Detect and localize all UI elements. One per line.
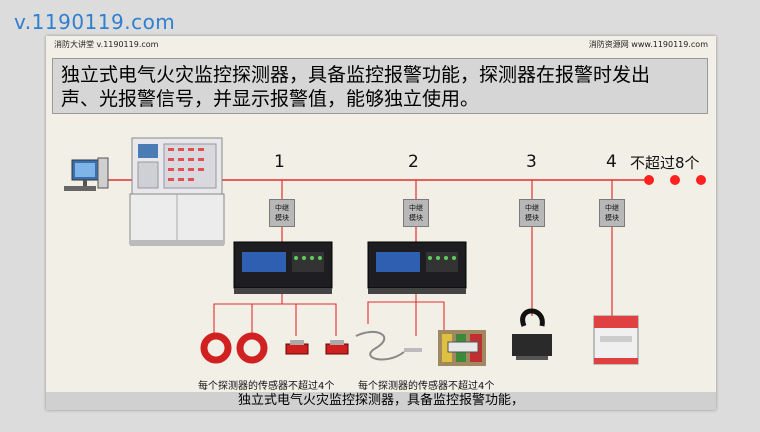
- caption-left: 每个探测器的传感器不超过4个: [198, 381, 335, 392]
- system-diagram: [64, 137, 706, 366]
- branch-number-2: 2: [408, 152, 419, 172]
- control-cabinet-icon: [129, 137, 225, 246]
- temperature-probe-icon: [355, 331, 422, 361]
- relay-module-4: 中继模块: [599, 199, 625, 227]
- computer-icon: [64, 157, 109, 191]
- slide-header-left: 消防大讲堂 v.1190119.com: [54, 40, 159, 49]
- relay-module-1: 中继模块: [269, 199, 295, 227]
- electrical-panel-icon: [438, 330, 486, 366]
- title-line-1: 独立式电气火灾监控探测器，具备监控报警功能，探测器在报警时发出: [61, 64, 651, 86]
- extension-dot: [670, 175, 680, 185]
- site-watermark: v.1190119.com: [14, 10, 176, 34]
- branch-number-4: 4: [606, 152, 617, 172]
- slide: 消防大讲堂 v.1190119.com 消防资源网 www.1190119.co…: [46, 36, 716, 410]
- branch-number-3: 3: [526, 152, 537, 172]
- current-transformer-icon: [200, 332, 232, 364]
- extension-dot: [644, 175, 654, 185]
- extension-dot: [696, 175, 706, 185]
- temperature-sensor-icon: [285, 340, 309, 355]
- title-line-2: 声、光报警信号，并显示报警值，能够独立使用。: [61, 88, 480, 110]
- caption-right: 每个探测器的传感器不超过4个: [358, 381, 495, 392]
- temperature-sensor-icon: [325, 340, 349, 355]
- relay-module-2: 中继模块: [403, 199, 429, 227]
- din-rail-module-icon: [593, 315, 639, 365]
- residual-current-sensor-icon: [512, 308, 552, 360]
- relay-module-3: 中继模块: [519, 199, 545, 227]
- detector-unit-1: [233, 241, 333, 294]
- bottom-caption: 独立式电气火灾监控探测器，具备监控报警功能，: [46, 392, 716, 410]
- slide-header-right: 消防资源网 www.1190119.com: [588, 40, 708, 49]
- slide-title: 独立式电气火灾监控探测器，具备监控报警功能，探测器在报警时发出 声、光报警信号，…: [52, 58, 708, 114]
- limit-label: 不超过8个: [630, 154, 700, 172]
- detector-unit-2: [367, 241, 467, 294]
- branch-number-1: 1: [274, 152, 285, 172]
- current-transformer-icon: [236, 332, 268, 364]
